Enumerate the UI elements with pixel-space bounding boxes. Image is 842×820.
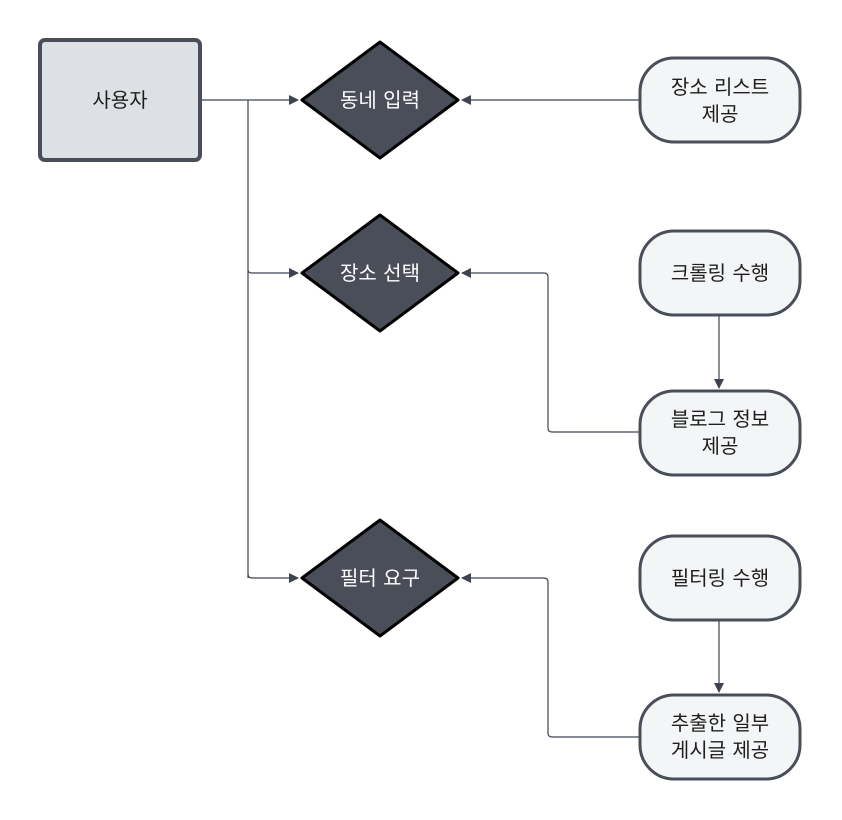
process-blog-info-line1: 블로그 정보 <box>671 407 769 431</box>
process-blog-info: 블로그 정보 제공 <box>638 389 802 477</box>
process-place-list: 장소 리스트 제공 <box>638 56 802 144</box>
user-box-label: 사용자 <box>92 88 147 112</box>
user-box: 사용자 <box>38 38 202 162</box>
process-filtering: 필터링 수행 <box>638 534 802 622</box>
decision-filter-request-label: 필터 요구 <box>340 566 420 590</box>
process-filtering-label: 필터링 수행 <box>671 566 769 590</box>
connector-user-to-filter-request <box>247 573 299 583</box>
connector-posts-to-filter-request <box>461 573 640 738</box>
process-blog-info-line2: 제공 <box>702 434 739 458</box>
connectors <box>200 95 724 738</box>
decision-neighborhood-input-label: 동네 입력 <box>340 88 420 112</box>
process-extracted-posts-line1: 추출한 일부 <box>671 711 769 735</box>
decision-place-select: 장소 선택 <box>300 213 460 333</box>
connector-blog-info-to-place-select <box>461 268 640 433</box>
decision-filter-request: 필터 요구 <box>300 518 460 638</box>
process-extracted-posts-line2: 게시글 제공 <box>671 738 769 762</box>
decision-place-select-label: 장소 선택 <box>340 261 420 285</box>
process-place-list-line1: 장소 리스트 <box>671 75 769 99</box>
process-extracted-posts: 추출한 일부 게시글 제공 <box>638 693 802 781</box>
connector-user-to-place-select <box>247 268 299 278</box>
process-crawling-label: 크롤링 수행 <box>671 261 769 285</box>
decision-neighborhood-input: 동네 입력 <box>300 40 460 160</box>
process-place-list-line2: 제공 <box>702 102 739 126</box>
process-crawling: 크롤링 수행 <box>638 229 802 317</box>
